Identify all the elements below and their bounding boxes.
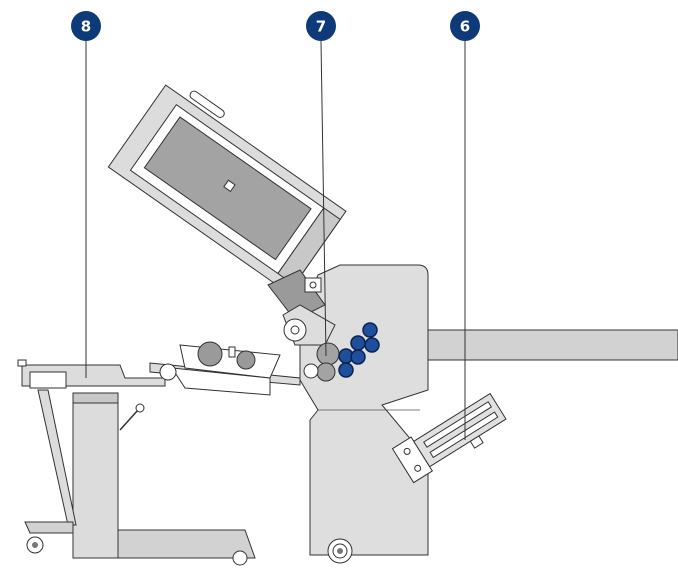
stacker-stand	[17, 359, 256, 566]
callout-7-label: 7	[316, 18, 326, 36]
folder-base-wheel	[327, 538, 353, 564]
callout-7-badge: 7	[306, 11, 336, 41]
callout-8-badge: 8	[71, 11, 101, 41]
blue-fold-rollers	[338, 322, 380, 378]
feed-table	[149, 341, 301, 396]
folding-roller-assembly	[282, 304, 340, 382]
feeder-pile-unit	[107, 84, 347, 294]
feed-roller-right	[236, 350, 256, 370]
callout-7-leader	[320, 40, 327, 357]
callout-6-badge: 6	[450, 11, 480, 41]
fold-plate-delivery-unit	[391, 392, 507, 484]
callout-8-label: 8	[81, 18, 91, 36]
feed-roller-left	[197, 341, 223, 367]
feeder-latch	[304, 277, 322, 293]
callout-6-label: 6	[460, 18, 470, 36]
